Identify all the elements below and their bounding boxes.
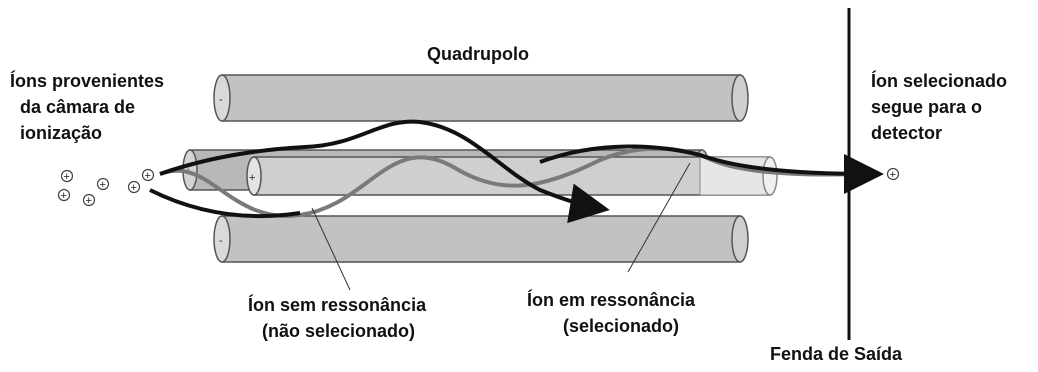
bottom-rod: -: [213, 215, 749, 263]
nonresonant-label-line2: (não selecionado): [262, 321, 416, 341]
ion-marker: +: [96, 177, 110, 191]
ion-charge: +: [890, 169, 896, 181]
resonant-label-line2: (selecionado): [563, 316, 680, 336]
selected-ion-label-line1: Íon selecionado: [871, 71, 1008, 91]
ion-charge: +: [100, 179, 106, 191]
ion-marker: +: [141, 168, 155, 182]
ions-source-label-line1: Íons provenientes: [10, 71, 165, 91]
selected-ion-exit-path: [539, 144, 884, 194]
ion-marker: +: [82, 193, 96, 207]
ion-marker: +: [57, 188, 71, 202]
resonant-label-line1: Íon em ressonância: [527, 290, 696, 310]
top-rod-sign: -: [219, 94, 223, 106]
front-rod-sign: +: [249, 172, 255, 184]
ion-charge: +: [86, 195, 92, 207]
ion-charge: +: [61, 190, 67, 202]
selected-ion-label-line2: segue para o: [871, 97, 983, 117]
ion-marker: +: [127, 180, 141, 194]
ion-charge: +: [131, 182, 137, 194]
exit-slit-label: Fenda de Saída: [770, 344, 903, 364]
nonresonant-ion-path-lower: [149, 188, 301, 219]
selected-ion-label-line3: detector: [871, 123, 943, 143]
ion-charge: +: [145, 170, 151, 182]
ions-source-label-line3: ionização: [20, 123, 103, 143]
ion-charge: +: [64, 171, 70, 183]
resonant-leader-line: [627, 162, 691, 273]
ion-marker: +: [60, 169, 74, 183]
ion-marker-detector: +: [886, 167, 900, 181]
nonresonant-leader-line: [311, 207, 351, 291]
quadrupole-title: Quadrupolo: [427, 44, 529, 64]
top-rod: -: [213, 74, 749, 122]
bottom-rod-sign: -: [219, 235, 223, 247]
front-middle-rod: +: [246, 156, 778, 196]
nonresonant-ion-path: [159, 119, 610, 224]
ion-cloud: + + + + + + +: [57, 167, 900, 207]
nonresonant-label-line1: Íon sem ressonância: [248, 295, 427, 315]
ions-source-label-line2: da câmara de: [20, 97, 136, 117]
